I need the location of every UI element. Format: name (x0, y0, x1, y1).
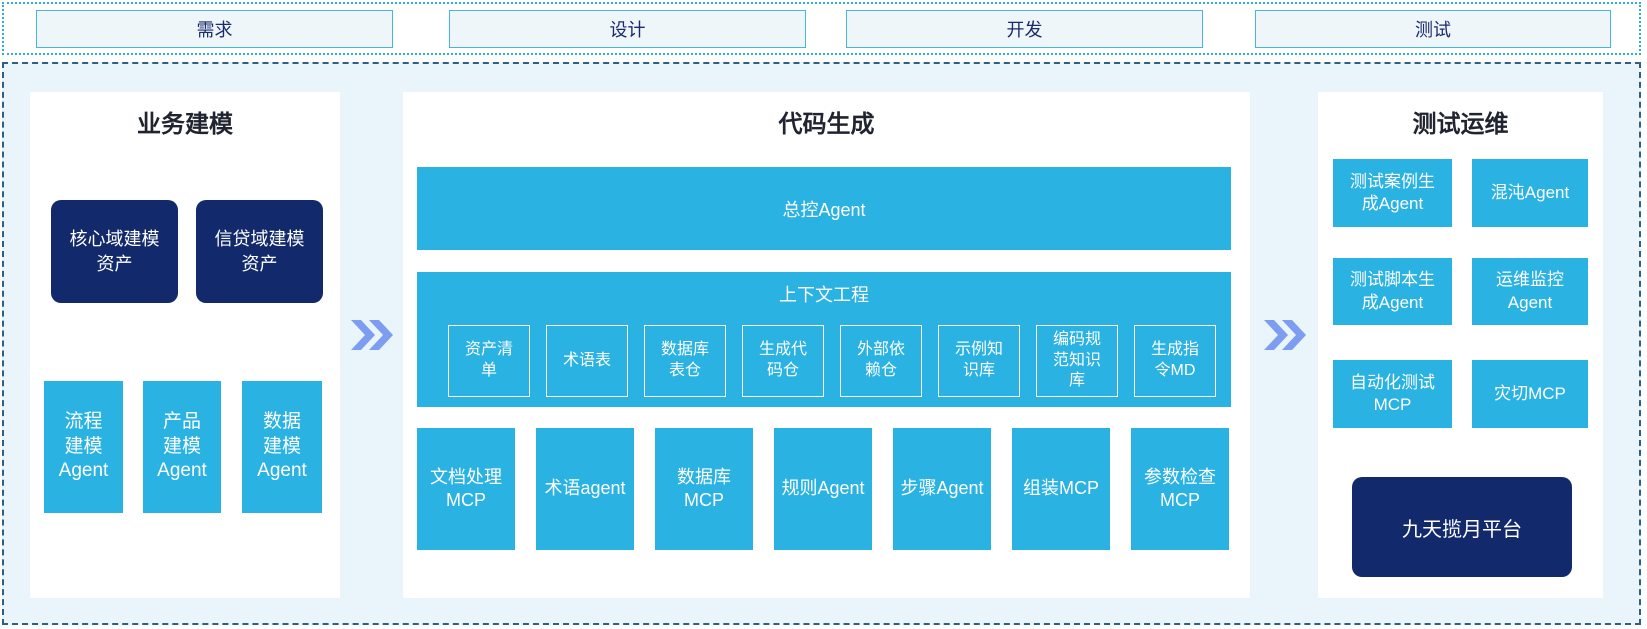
context-item-gen-command-md: 生成指 令MD (1134, 325, 1216, 397)
param-check-mcp-box: 参数检查 MCP (1131, 428, 1229, 550)
phase-box-design: 设计 (449, 10, 806, 48)
flow-arrow-icon (1262, 318, 1306, 352)
step-agent-box: 步骤Agent (893, 428, 991, 550)
data-modeling-agent-box: 数据 建模 Agent (242, 381, 322, 513)
core-domain-asset-box: 核心域建模 资产 (51, 200, 178, 303)
assembly-mcp-box: 组装MCP (1012, 428, 1110, 550)
credit-domain-asset-box: 信贷域建模 资产 (196, 200, 323, 303)
jiutian-lanyue-platform-box: 九天揽月平台 (1352, 477, 1572, 577)
process-modeling-agent-box: 流程 建模 Agent (44, 381, 123, 513)
product-modeling-agent-box: 产品 建模 Agent (143, 381, 221, 513)
context-item-ext-dep-repo: 外部依 赖仓 (840, 325, 922, 397)
context-engineering-title: 上下文工程 (779, 285, 869, 305)
ops-monitor-agent-box: 运维监控 Agent (1472, 258, 1588, 325)
business-modeling-panel: 业务建模 (30, 92, 340, 598)
rule-agent-box: 规则Agent (774, 428, 872, 550)
context-item-coding-spec-kb: 编码规 范知识 库 (1036, 325, 1118, 397)
chaos-agent-box: 混沌Agent (1472, 159, 1588, 227)
auto-test-mcp-box: 自动化测试 MCP (1333, 360, 1452, 428)
context-engineering-band: 上下文工程 (417, 272, 1231, 407)
test-case-gen-agent-box: 测试案例生 成Agent (1333, 159, 1452, 227)
test-script-gen-agent-box: 测试脚本生 成Agent (1333, 258, 1452, 325)
flow-arrow-icon (349, 318, 393, 352)
glossary-agent-box: 术语agent (536, 428, 634, 550)
business-modeling-title: 业务建模 (137, 111, 233, 138)
phase-box-testing: 测试 (1255, 10, 1611, 48)
context-item-example-kb: 示例知 识库 (938, 325, 1020, 397)
database-mcp-box: 数据库 MCP (655, 428, 753, 550)
master-agent-bar: 总控Agent (417, 167, 1231, 250)
context-item-glossary: 术语表 (546, 325, 628, 397)
doc-processing-mcp-box: 文档处理 MCP (417, 428, 515, 550)
phase-box-development: 开发 (846, 10, 1203, 48)
disaster-switch-mcp-box: 灾切MCP (1472, 360, 1588, 428)
test-ops-title: 测试运维 (1412, 111, 1509, 138)
context-item-asset-list: 资产清 单 (448, 325, 530, 397)
code-generation-title: 代码生成 (778, 111, 875, 138)
context-item-db-table-repo: 数据库 表仓 (644, 325, 726, 397)
context-item-gen-code-repo: 生成代 码仓 (742, 325, 824, 397)
phase-box-requirements: 需求 (36, 10, 393, 48)
